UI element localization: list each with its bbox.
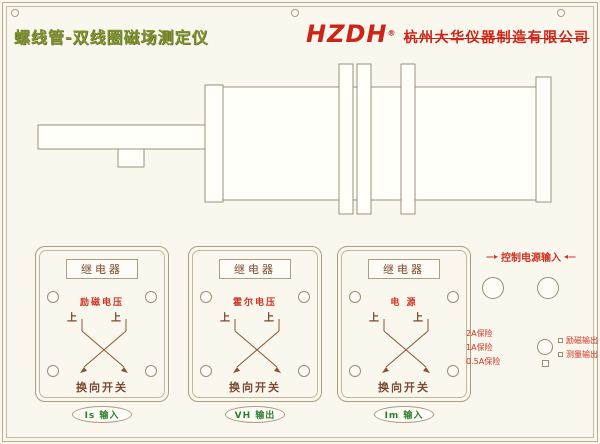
terminal-icon bbox=[145, 291, 157, 303]
relay-box-is: 继电器 励磁电压 上 上 换向开关 bbox=[35, 246, 169, 402]
port-label: Is 输入 bbox=[84, 411, 120, 421]
circuit-label: 霍尔电压 bbox=[232, 298, 277, 308]
power-socket-icon bbox=[537, 277, 559, 299]
registered-mark: ® bbox=[387, 28, 396, 38]
power-section-title: —▸ 控制电源输入 ◂— bbox=[468, 249, 594, 264]
coil-disc bbox=[338, 63, 354, 215]
indicator-icon bbox=[558, 338, 563, 343]
relay-label: 继电器 bbox=[383, 263, 425, 276]
screw-icon bbox=[557, 9, 565, 17]
fuse-label: 1A保险 bbox=[466, 343, 493, 352]
terminal-icon bbox=[298, 291, 310, 303]
terminal-icon bbox=[47, 291, 59, 303]
left-flange bbox=[204, 84, 224, 203]
screw-icon bbox=[291, 9, 299, 17]
fuse-label: 2A保险 bbox=[466, 329, 493, 338]
up-label: 上 bbox=[264, 313, 274, 324]
terminal-icon bbox=[349, 291, 361, 303]
arrow-right-icon: —▸ bbox=[485, 252, 498, 261]
reversing-wiring-icon bbox=[382, 319, 430, 373]
output-label: 励磁输出 bbox=[558, 335, 598, 346]
terminal-icon bbox=[200, 291, 212, 303]
brand-text: HZDH bbox=[306, 20, 388, 48]
rod-slider bbox=[117, 148, 145, 168]
fuse-holder-icon bbox=[537, 339, 553, 355]
output-label: 测量输出 bbox=[558, 349, 598, 360]
fuse-label: 0.5A保险 bbox=[466, 357, 501, 366]
power-socket-icon bbox=[482, 277, 504, 299]
indicator-icon bbox=[542, 360, 549, 367]
relay-label-box: 继电器 bbox=[66, 259, 138, 279]
relay-label-box: 继电器 bbox=[368, 259, 440, 279]
port-oval-vh: VH 输出 bbox=[225, 406, 285, 423]
port-oval-im: Im 输入 bbox=[374, 406, 434, 423]
port-oval-is: Is 输入 bbox=[72, 406, 132, 423]
relay-label: 继电器 bbox=[234, 263, 276, 276]
terminal-icon bbox=[200, 365, 212, 377]
terminal-icon bbox=[447, 291, 459, 303]
coil-disc bbox=[400, 63, 416, 215]
arrow-left-icon: ◂— bbox=[564, 252, 577, 261]
solenoid-cylinder bbox=[222, 86, 537, 201]
reversing-wiring-icon bbox=[233, 319, 281, 373]
port-label: Im 输入 bbox=[384, 411, 424, 421]
port-label: VH 输出 bbox=[234, 411, 276, 421]
up-label: 上 bbox=[413, 313, 423, 324]
switch-label: 换向开关 bbox=[76, 381, 128, 394]
relay-box-im: 继电器 电 源 上 上 换向开关 bbox=[337, 246, 471, 402]
indicator-icon bbox=[558, 352, 563, 357]
coil-disc bbox=[356, 63, 372, 215]
terminal-icon bbox=[349, 365, 361, 377]
terminal-icon bbox=[145, 365, 157, 377]
circuit-label: 电 源 bbox=[390, 298, 418, 308]
terminal-icon bbox=[298, 365, 310, 377]
up-label: 上 bbox=[67, 313, 77, 324]
relay-box-vh: 继电器 霍尔电压 上 上 换向开关 bbox=[188, 246, 322, 402]
page-title: 螺线管-双线圈磁场测定仪 bbox=[14, 28, 209, 47]
solenoid-drawing bbox=[37, 63, 552, 215]
company-name: 杭州大华仪器制造有限公司 bbox=[403, 30, 590, 46]
relay-label: 继电器 bbox=[81, 263, 123, 276]
screw-icon bbox=[11, 9, 19, 17]
up-label: 上 bbox=[220, 313, 230, 324]
up-label: 上 bbox=[111, 313, 121, 324]
solenoid-rod bbox=[37, 124, 207, 150]
relay-label-box: 继电器 bbox=[219, 259, 291, 279]
up-label: 上 bbox=[369, 313, 379, 324]
switch-label: 换向开关 bbox=[378, 381, 430, 394]
reversing-wiring-icon bbox=[80, 319, 128, 373]
switch-label: 换向开关 bbox=[229, 381, 281, 394]
right-flange bbox=[535, 76, 552, 203]
terminal-icon bbox=[447, 365, 459, 377]
power-title-text: 控制电源输入 bbox=[501, 253, 561, 264]
terminal-icon bbox=[47, 365, 59, 377]
circuit-label: 励磁电压 bbox=[79, 298, 124, 308]
brand-logo: HZDH® 杭州大华仪器制造有限公司 bbox=[306, 20, 590, 48]
